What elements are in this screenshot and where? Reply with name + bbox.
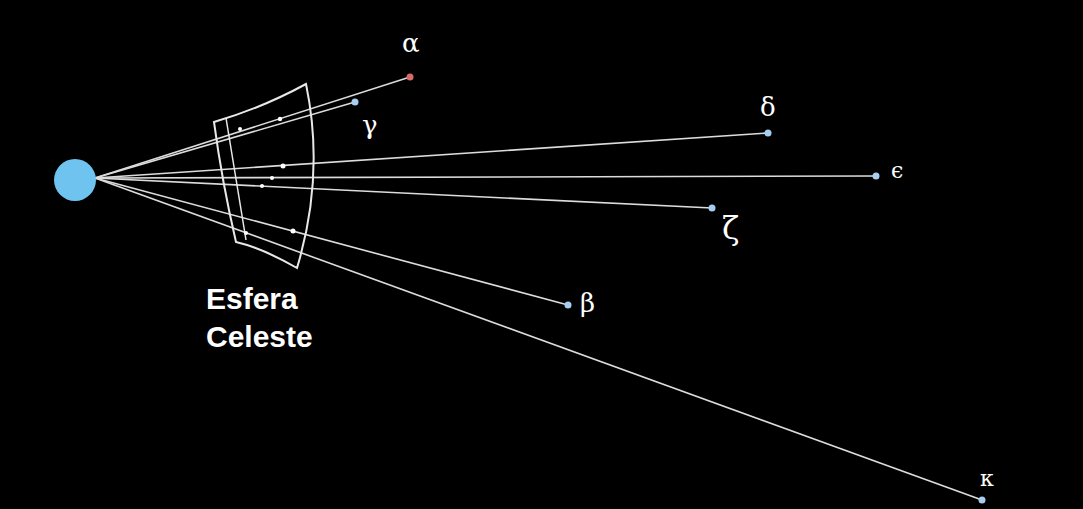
star — [565, 302, 572, 309]
sight-lines — [95, 77, 982, 500]
star-label: ϵ — [891, 160, 903, 182]
star — [352, 99, 359, 106]
sphere-label: Esfera Celeste — [206, 280, 336, 355]
observer-earth — [54, 159, 96, 201]
star-label: α — [402, 30, 420, 56]
star — [709, 205, 716, 212]
star — [873, 173, 880, 180]
star-label: ζ — [722, 212, 739, 244]
sight-line — [95, 77, 410, 178]
sight-line — [95, 133, 768, 178]
stars — [352, 74, 986, 504]
star — [407, 74, 414, 81]
star-label: κ — [980, 468, 994, 490]
star — [979, 497, 986, 504]
sight-line — [95, 178, 982, 500]
star-label: β — [580, 290, 595, 316]
sight-line — [95, 178, 568, 305]
sight-line — [95, 102, 355, 178]
projected-dots — [238, 117, 296, 235]
star-label: γ — [362, 112, 378, 138]
celestial-sphere-section — [214, 84, 314, 268]
star-label: δ — [760, 94, 776, 120]
star — [765, 130, 772, 137]
sphere-inner-arc — [226, 118, 246, 240]
sight-line — [95, 176, 876, 178]
